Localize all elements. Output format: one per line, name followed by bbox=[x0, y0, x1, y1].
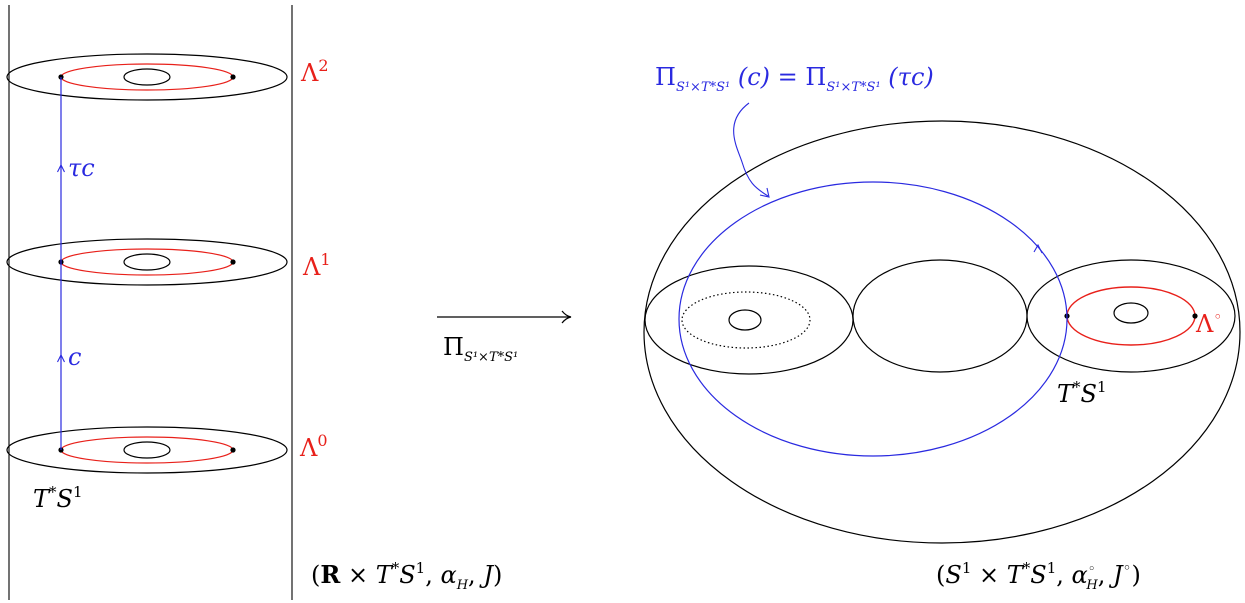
lambda-1-label: Λ1 bbox=[302, 250, 331, 281]
chord-c-label: c bbox=[68, 343, 81, 371]
legendrian-lambda-2 bbox=[60, 63, 234, 91]
fiber-disk-level-1 bbox=[6, 238, 288, 286]
fiber-inner-hole bbox=[123, 441, 171, 459]
projection-arrow bbox=[437, 310, 572, 324]
lambda-0-label: Λ0 bbox=[299, 431, 328, 462]
legendrian-lambda-1 bbox=[60, 248, 234, 276]
fiber-disk-level-2 bbox=[6, 53, 288, 101]
symplectization-cylinder bbox=[8, 5, 293, 600]
fiber-disk-left bbox=[644, 265, 854, 375]
fiber-label-left: T*S1 bbox=[33, 483, 83, 513]
reeb-chords bbox=[57, 77, 65, 450]
reeb-endpoint-right bbox=[1192, 313, 1198, 319]
chord-tau-c-label: τc bbox=[68, 154, 95, 182]
fiber-inner-hole bbox=[1113, 302, 1149, 324]
legendrian-lambda-0 bbox=[60, 436, 234, 464]
arrow-head-icon bbox=[561, 310, 572, 324]
fiber-outer-ellipse bbox=[6, 426, 288, 474]
reeb-endpoint-right bbox=[230, 259, 236, 265]
fiber-outer-ellipse bbox=[6, 53, 288, 101]
label-pointer-curve bbox=[733, 102, 769, 197]
projected-chord-loop bbox=[678, 181, 1068, 457]
right-caption: (S1 × T*S1, α◦H, J◦) bbox=[936, 559, 1141, 593]
fiber-inner-hole bbox=[123, 253, 171, 271]
fiber-inner-hole bbox=[728, 309, 762, 331]
lambda-2-label: Λ2 bbox=[300, 56, 329, 87]
reeb-endpoint-right bbox=[230, 447, 236, 453]
left-caption: (R × T*S1, αH, J) bbox=[311, 559, 502, 593]
projection-equation-label: ΠS¹×T*S¹ (c) = ΠS¹×T*S¹ (τc) bbox=[655, 63, 934, 95]
outer-boundary-ellipse bbox=[643, 120, 1241, 544]
fiber-dotted-curve bbox=[681, 291, 811, 349]
contact-manifold bbox=[643, 102, 1241, 544]
fiber-disk-right bbox=[1026, 259, 1236, 373]
fiber-label-right: T*S1 bbox=[1057, 378, 1107, 408]
fiber-inner-hole bbox=[123, 68, 171, 86]
loop-arrowhead-icon bbox=[1033, 243, 1043, 254]
fiber-disk-middle bbox=[852, 259, 1028, 373]
fiber-disk-level-0 bbox=[6, 426, 288, 474]
lambda-circ-label: Λ◦ bbox=[1195, 308, 1222, 338]
pointer-arrowhead-icon bbox=[759, 187, 770, 198]
chord-c-arrowhead-icon bbox=[57, 353, 65, 363]
chord-tau-c-arrowhead-icon bbox=[57, 163, 65, 173]
fiber-outer-ellipse bbox=[6, 238, 288, 286]
legendrian-lambda-circ bbox=[1066, 286, 1196, 346]
projection-arrow-label: ΠS¹×T*S¹ bbox=[443, 333, 518, 365]
reeb-endpoint-right bbox=[230, 74, 236, 80]
